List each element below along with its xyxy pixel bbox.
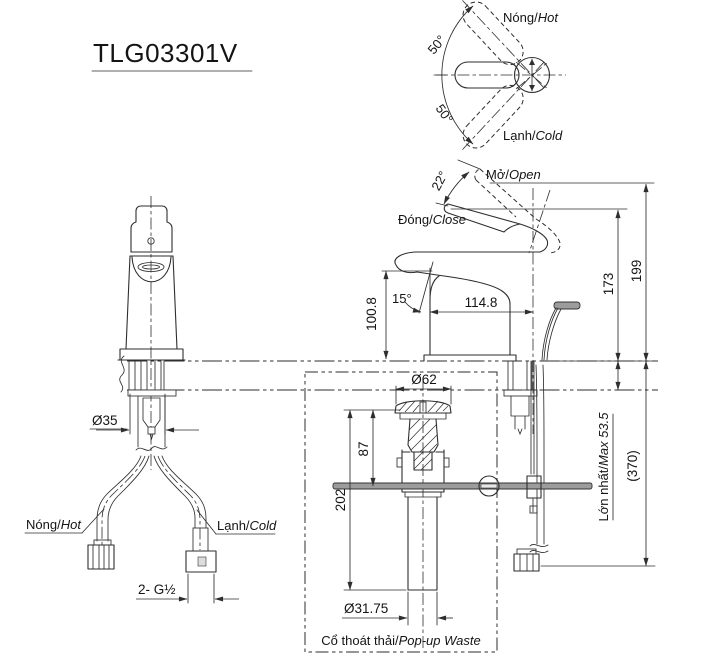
spout-front-curve [131, 256, 172, 283]
height-closed-dim: 173 [601, 273, 616, 296]
front-view: Ø35 Nóng/Hot Lạnh/Cold 2- G½ [24, 196, 277, 604]
page-title: TLG03301V [93, 38, 238, 68]
title-block: TLG03301V [91, 38, 253, 72]
drain-housing [401, 449, 445, 493]
top-view-hot-label: Nóng/Hot [503, 10, 559, 25]
open-angle-arc [443, 171, 470, 205]
handle-top-outline [454, 61, 520, 89]
tail-dia-dim: Ø31.75 [344, 601, 388, 616]
top-view-angle-upper: 50° [425, 32, 449, 57]
base-dia-dim: Ø35 [92, 413, 118, 428]
drain-flange [394, 400, 452, 414]
aerator [137, 262, 165, 272]
stream-angle-arc [404, 301, 422, 313]
thread-dim: 2- G½ [138, 582, 176, 597]
supply-hose-side [535, 364, 538, 545]
open-angle-label: 22° [428, 169, 450, 193]
spout-reach-dim: 114.8 [465, 295, 498, 310]
top-view: Nóng/Hot Lạnh/Cold 50° 50° [425, 0, 566, 150]
open-label: Mở/Open [486, 167, 541, 182]
top-view-angle-lower: 50° [433, 101, 457, 126]
hose-nut-side [513, 553, 540, 572]
plug-hatch [408, 418, 438, 453]
cold-hose-nut [185, 550, 217, 573]
flange-hatch [398, 400, 449, 413]
mounting-washer-side [503, 389, 538, 397]
spout-height-dim: 100.8 [364, 297, 379, 331]
shank-front [127, 360, 177, 451]
side-view-under-counter [503, 360, 549, 572]
handle-closed-outline [443, 203, 521, 233]
rod-ball-joint [478, 475, 500, 497]
hose-length-dim: (370) [625, 450, 640, 482]
flange-dia-dim: Ø62 [411, 372, 437, 387]
rod-clamp [526, 475, 542, 499]
popup-waste-detail: Ø62 87 202 [304, 371, 593, 653]
faucet-front-body [125, 255, 178, 350]
plug-depth-dim: 87 [356, 441, 371, 456]
horizontal-lift-rod [332, 482, 593, 490]
close-label: Đóng/Close [398, 212, 466, 227]
tailpipe [407, 496, 438, 591]
counter-max-dim: Lớn nhất/Max 53.5 [596, 412, 611, 522]
popup-waste-caption: Cổ thoát thải/Pop-up Waste [321, 633, 480, 648]
height-dimensions: 173 199 Lớn nhất/Max 53.5 (370) [450, 182, 656, 567]
counter-section [119, 355, 658, 393]
side-view: 22° Mở/Open Đóng/Close 15° 114.8 100.8 [364, 159, 581, 434]
front-cold-label: Lạnh/Cold [217, 518, 277, 533]
top-view-cold-label: Lạnh/Cold [503, 128, 563, 143]
handle-pivot-ball [513, 56, 551, 94]
handle-screw-hole [147, 237, 155, 245]
detail-box-border [304, 371, 498, 653]
handle-front-outline [135, 205, 168, 223]
front-hot-label: Nóng/Hot [26, 517, 82, 532]
supply-hoses-front [87, 455, 217, 573]
handle-open-outline [479, 168, 537, 220]
stream-angle-label: 15° [392, 291, 412, 306]
lift-rod-knob [553, 301, 581, 310]
counter-break-line [119, 355, 125, 393]
hot-hose-nut [87, 544, 115, 570]
height-open-dim: 199 [629, 260, 644, 283]
faucet-side-outline [394, 251, 541, 356]
total-length-dim: 202 [333, 489, 348, 512]
